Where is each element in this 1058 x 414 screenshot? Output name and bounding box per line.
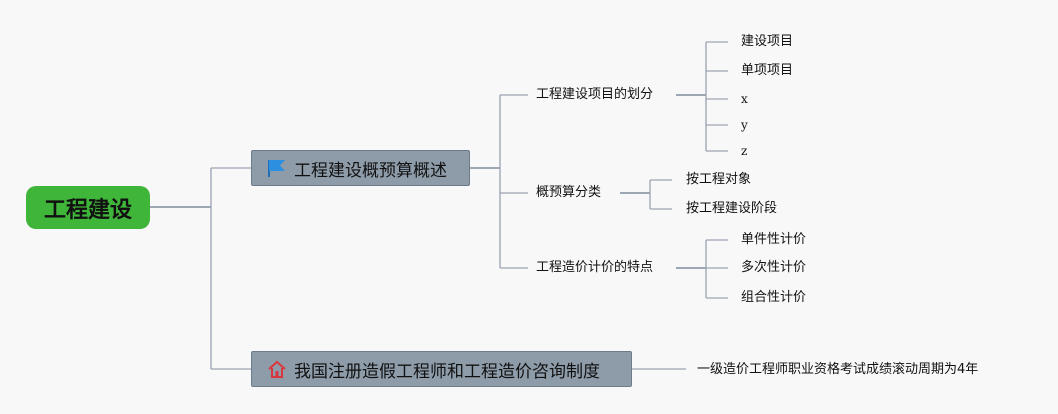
flag-icon [268,160,285,177]
leaf-multiple-pricing[interactable]: 多次性计价 [741,260,807,275]
topic-node-registration-system[interactable]: 我国注册造假工程师和工程造价咨询制度 [251,351,632,387]
topic-label-registration-system: 我国注册造假工程师和工程造价咨询制度 [294,361,600,382]
subtopic-pricing-features[interactable]: 工程造价计价的特点 [536,260,654,275]
root-label: 工程建设 [43,197,132,223]
leaf-construction-project[interactable]: 建设项目 [741,34,794,49]
leaf-combined-pricing[interactable]: 组合性计价 [741,290,807,305]
leaf-by-engineering-object[interactable]: 按工程对象 [686,172,752,187]
leaf-x[interactable]: x [741,92,748,106]
topic-node-overview[interactable]: 工程建设概预算概述 [251,150,470,186]
leaf-single-piece-pricing[interactable]: 单件性计价 [741,232,807,247]
topic-label-overview: 工程建设概预算概述 [294,160,447,181]
leaf-exam-score-cycle[interactable]: 一级造价工程师职业资格考试成绩滚动周期为4年 [697,362,979,377]
leaf-y[interactable]: y [741,118,748,132]
subtopic-estimate-classification[interactable]: 概预算分类 [536,185,602,200]
home-icon [268,360,286,378]
leaf-by-construction-stage[interactable]: 按工程建设阶段 [686,201,778,216]
leaf-z[interactable]: z [741,144,748,158]
leaf-single-item-project[interactable]: 单项项目 [741,63,794,78]
subtopic-project-division[interactable]: 工程建设项目的划分 [536,87,654,102]
root-node[interactable]: 工程建设 [26,186,150,229]
